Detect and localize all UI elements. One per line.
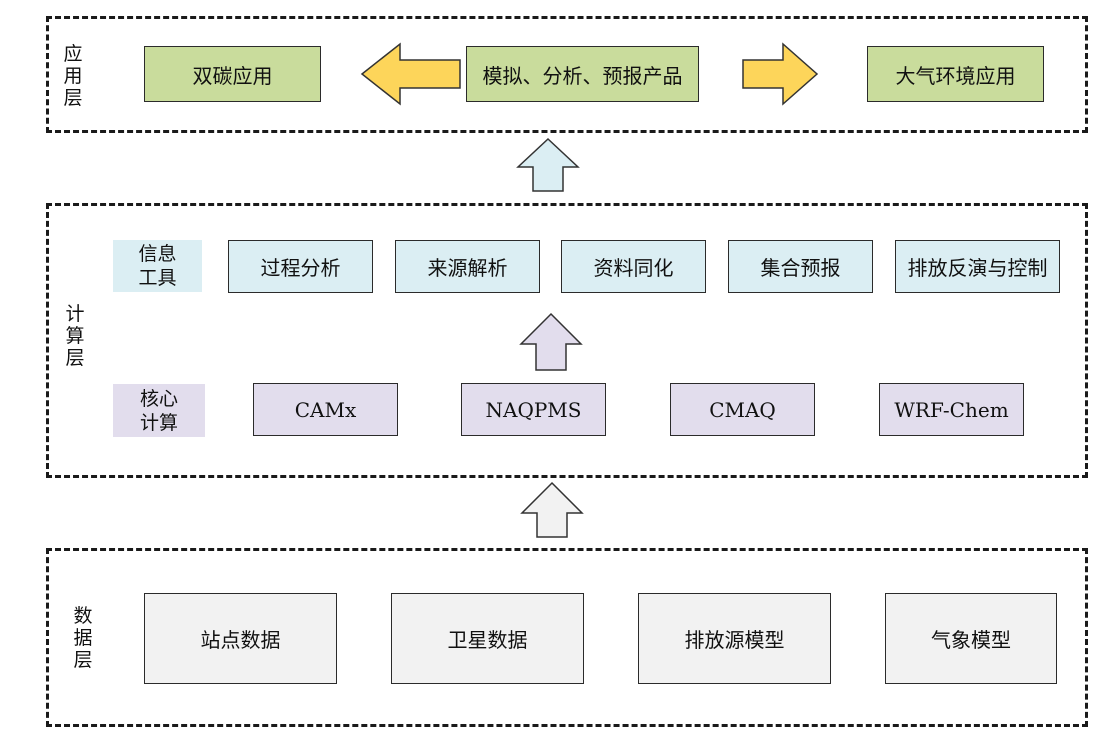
process-analysis-box: 过程分析 xyxy=(228,240,373,293)
application-layer xyxy=(46,16,1088,133)
data-layer xyxy=(46,548,1088,727)
wrf-chem-box: WRF-Chem xyxy=(879,383,1024,436)
left-arrow-icon xyxy=(360,42,461,106)
emission-inversion-control-box: 排放反演与控制 xyxy=(895,240,1060,293)
emission-source-model-box: 排放源模型 xyxy=(638,593,831,684)
cmaq-box: CMAQ xyxy=(670,383,815,436)
data-assimilation-box: 资料同化 xyxy=(561,240,706,293)
source-apportionment-box: 来源解析 xyxy=(395,240,540,293)
up-arrow-icon xyxy=(516,137,580,192)
compute-layer xyxy=(46,203,1088,478)
data-layer-label: 数据层 xyxy=(73,605,93,671)
dual-carbon-application-box: 双碳应用 xyxy=(144,46,321,102)
info-tools-tag: 信息 工具 xyxy=(113,240,202,292)
naqpms-box: NAQPMS xyxy=(461,383,606,436)
meteorological-model-box: 气象模型 xyxy=(885,593,1057,684)
atmospheric-environment-application-box: 大气环境应用 xyxy=(867,46,1044,102)
up-arrow-icon xyxy=(519,312,583,371)
simulation-products-box: 模拟、分析、预报产品 xyxy=(466,46,699,102)
satellite-data-box: 卫星数据 xyxy=(391,593,584,684)
core-compute-tag: 核心 计算 xyxy=(113,384,205,437)
station-data-box: 站点数据 xyxy=(144,593,337,684)
camx-box: CAMx xyxy=(253,383,398,436)
compute-layer-label: 计算层 xyxy=(65,303,85,369)
application-layer-label: 应用层 xyxy=(63,43,83,109)
ensemble-forecast-box: 集合预报 xyxy=(728,240,873,293)
up-arrow-icon xyxy=(520,481,584,538)
right-arrow-icon xyxy=(742,42,819,106)
